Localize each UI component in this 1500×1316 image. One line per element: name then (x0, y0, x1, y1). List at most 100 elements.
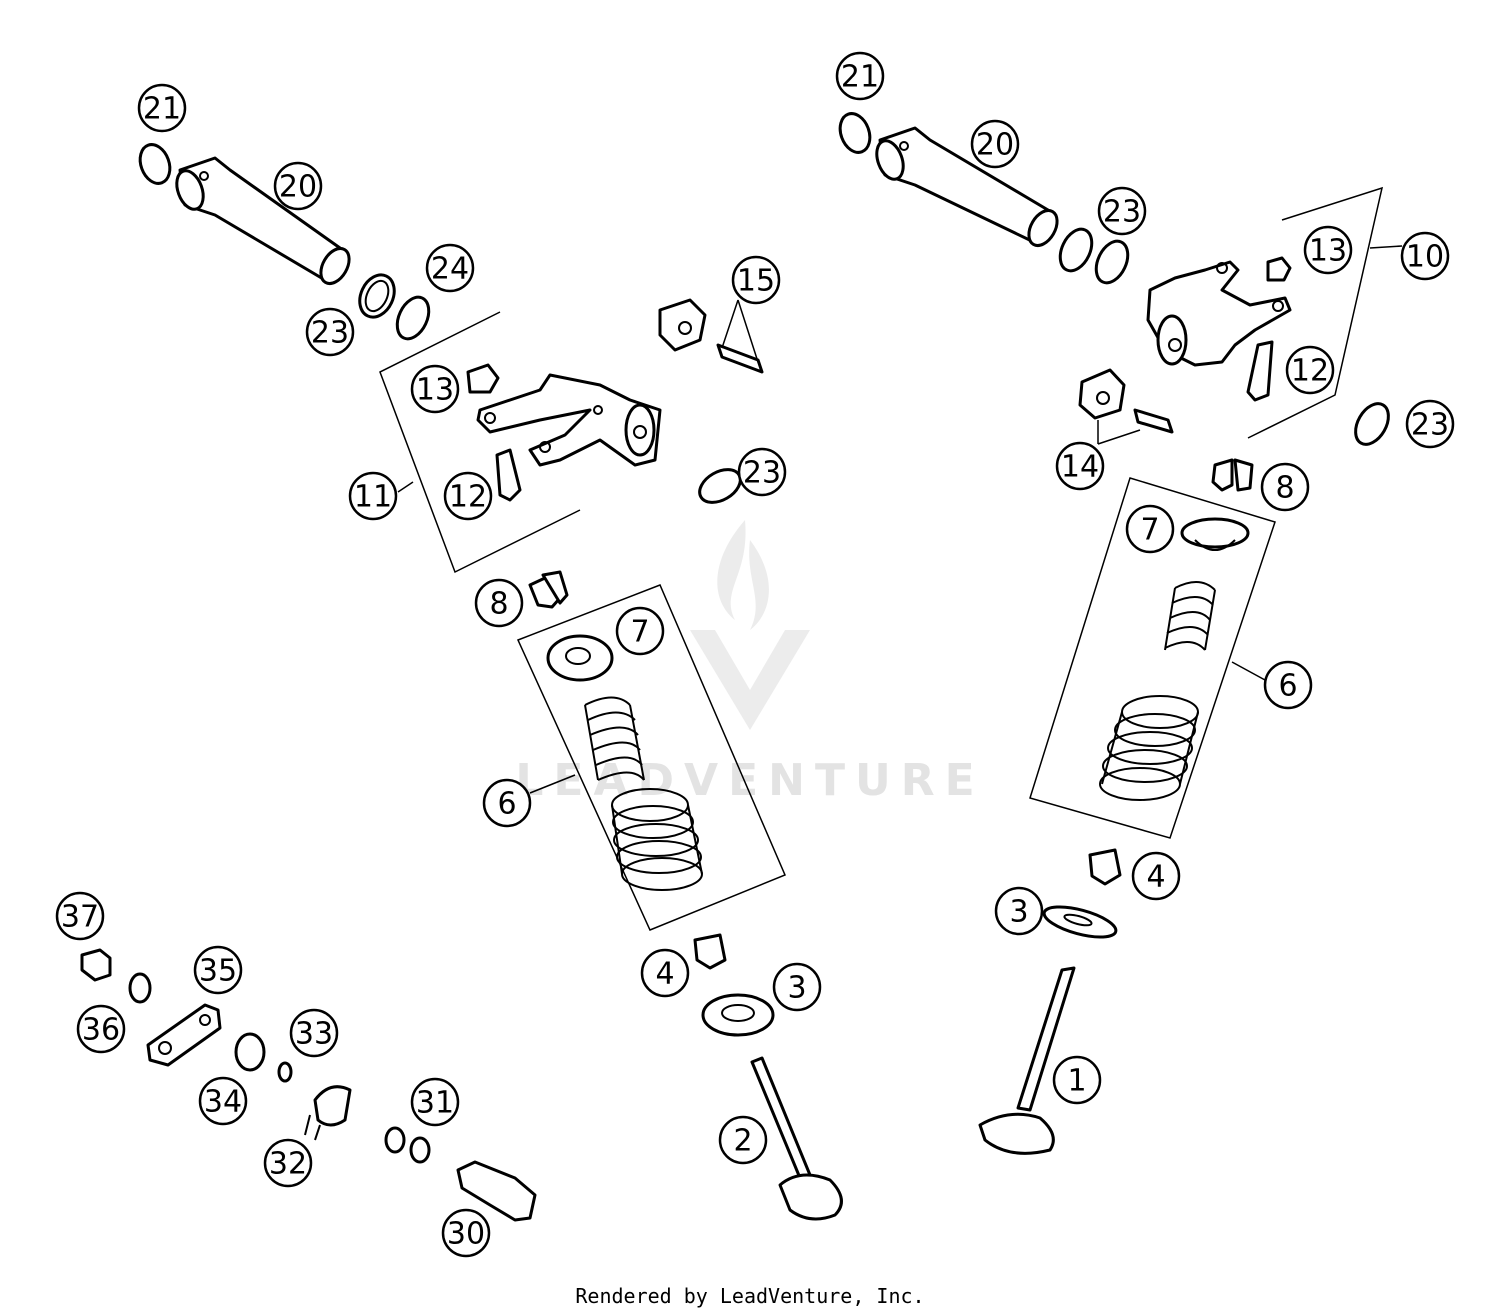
callout-32: 32 (263, 1138, 313, 1188)
callout-label: 32 (269, 1147, 307, 1182)
callout-12: 12 (1285, 345, 1335, 395)
callout-4: 4 (640, 948, 690, 998)
callout-label: 4 (655, 957, 674, 992)
callout-23: 23 (737, 447, 787, 497)
callout-label: 1 (1067, 1064, 1086, 1099)
callout-circle (410, 1077, 460, 1127)
callout-circle (1285, 345, 1335, 395)
leader-lines (397, 245, 1403, 794)
callout-circle (482, 778, 532, 828)
callout-label: 13 (1309, 234, 1347, 269)
callout-label: 7 (1140, 513, 1159, 548)
callout-23: 23 (305, 307, 355, 357)
callout-31: 31 (410, 1077, 460, 1127)
callout-15: 15 (731, 255, 781, 305)
callout-circle (835, 51, 885, 101)
callout-23: 23 (1097, 186, 1147, 236)
valve-stem-seal-left (693, 933, 727, 970)
callout-12: 12 (443, 471, 493, 521)
callout-label: 35 (199, 954, 237, 989)
callout-label: 13 (416, 373, 454, 408)
callout-label: 6 (497, 787, 516, 822)
callout-23: 23 (1405, 399, 1455, 449)
callout-circle (615, 606, 665, 656)
callout-label: 20 (976, 128, 1014, 163)
decompressor-parts (80, 948, 537, 1222)
valve-keepers-left (528, 570, 569, 609)
callout-label: 4 (1146, 860, 1165, 895)
callout-20: 20 (273, 161, 323, 211)
callout-circle (731, 255, 781, 305)
callout-circle (772, 962, 822, 1012)
callout-37: 37 (55, 891, 105, 941)
callout-circle (640, 948, 690, 998)
callout-30: 30 (441, 1208, 491, 1258)
callout-21: 21 (835, 51, 885, 101)
callout-label: 3 (787, 971, 806, 1006)
callout-label: 15 (737, 264, 775, 299)
valve-spring-outer-left (611, 788, 703, 891)
callout-circle (970, 119, 1020, 169)
callout-label: 30 (447, 1217, 485, 1252)
valve-spring-frame-left (516, 584, 786, 931)
callout-circle (441, 1208, 491, 1258)
callout-11: 11 (348, 471, 398, 521)
callout-4: 4 (1131, 851, 1181, 901)
callout-label: 21 (143, 92, 181, 127)
valve-keepers-right (1211, 458, 1254, 492)
callout-13: 13 (410, 364, 460, 414)
callout-label: 6 (1278, 669, 1297, 704)
callout-circle (273, 161, 323, 211)
valve-spring-inner-left (584, 696, 645, 781)
callout-circle (1097, 186, 1147, 236)
callout-circle (410, 364, 460, 414)
watermark-logo (690, 520, 810, 730)
callout-label: 10 (1406, 240, 1444, 275)
rocker-arm-frame-right (1247, 186, 1384, 439)
valve-spring-frame-right (1029, 477, 1276, 839)
callout-circle (76, 1004, 126, 1054)
callout-21: 21 (137, 83, 187, 133)
callout-circle (1263, 660, 1313, 710)
callout-13: 13 (1303, 225, 1353, 275)
spring-washer-right (1042, 905, 1118, 939)
callout-circle (263, 1138, 313, 1188)
callout-circle (348, 471, 398, 521)
callout-circle (1052, 1055, 1102, 1105)
rocker-arm-right (1146, 256, 1292, 402)
callout-label: 11 (354, 480, 392, 515)
callout-10: 10 (1400, 231, 1450, 281)
callout-label: 8 (1275, 471, 1294, 506)
callout-circle (55, 891, 105, 941)
footer-credit: Rendered by LeadVenture, Inc. (575, 1284, 925, 1308)
callout-8: 8 (1260, 462, 1310, 512)
callout-label: 20 (279, 170, 317, 205)
callout-circle (137, 83, 187, 133)
callout-35: 35 (193, 945, 243, 995)
callout-circle (443, 471, 493, 521)
callout-label: 23 (311, 316, 349, 351)
valve-stem-seal-right (1088, 848, 1122, 886)
callout-7: 7 (1125, 504, 1175, 554)
callout-circle (1405, 399, 1455, 449)
callout-6: 6 (1263, 660, 1313, 710)
callout-circle (1125, 504, 1175, 554)
valve-spring-inner-right (1164, 581, 1216, 651)
spring-retainer-left (546, 634, 614, 682)
roller-pin-left (658, 298, 764, 374)
callout-label: 21 (841, 60, 879, 95)
callout-1: 1 (1052, 1055, 1102, 1105)
callout-label: 23 (743, 456, 781, 491)
callout-circle (1400, 231, 1450, 281)
callout-circle (1303, 225, 1353, 275)
callout-circle (718, 1115, 768, 1165)
rocker-shaft-right (838, 112, 1059, 248)
callout-36: 36 (76, 1004, 126, 1054)
spring-washer-left (701, 993, 775, 1037)
callout-label: 23 (1103, 195, 1141, 230)
callout-34: 34 (198, 1076, 248, 1126)
callout-label: 37 (61, 900, 99, 935)
callout-circle (994, 886, 1044, 936)
callout-circle (198, 1076, 248, 1126)
